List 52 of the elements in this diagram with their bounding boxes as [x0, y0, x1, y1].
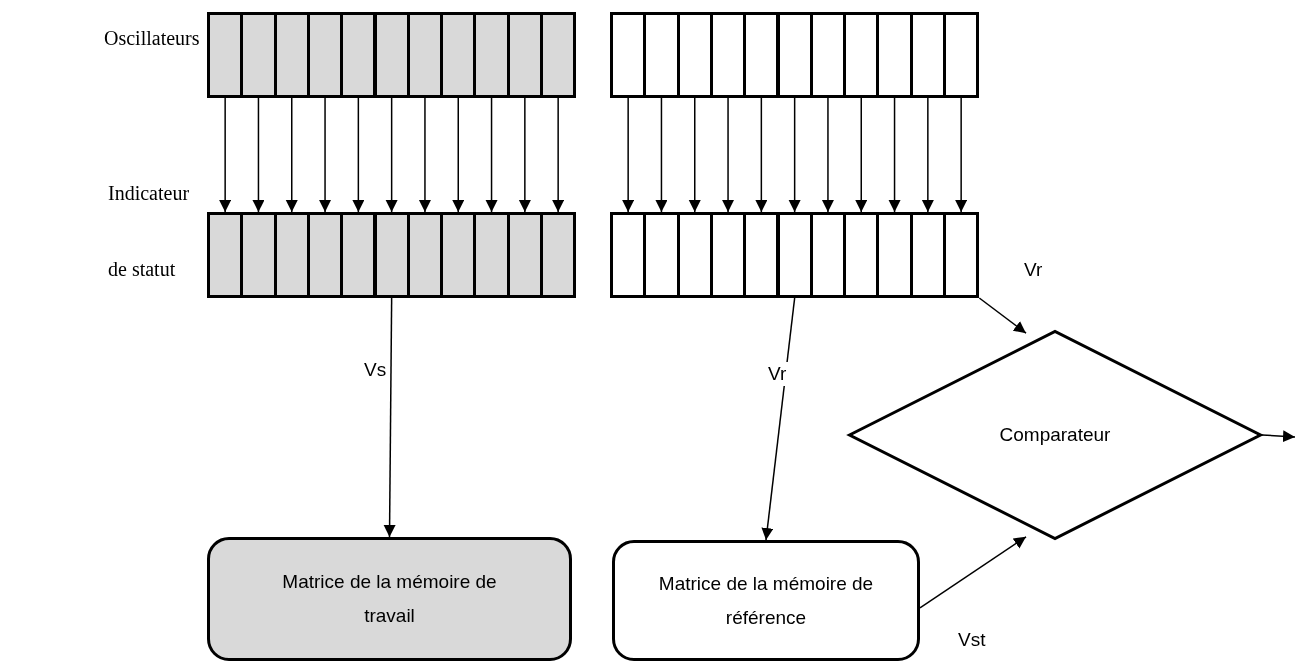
arrow [888, 97, 901, 213]
arrow [418, 97, 431, 213]
arrow [722, 97, 735, 213]
cell-box [876, 212, 913, 298]
cell-box [743, 12, 780, 98]
arrow [761, 297, 796, 541]
arrow [755, 97, 768, 213]
arrow [821, 97, 834, 213]
arrow [655, 97, 668, 213]
arrow [385, 97, 398, 213]
arrow [452, 97, 465, 213]
arrow [285, 97, 298, 213]
arrow [978, 297, 1027, 334]
row-label: Indicateur de statut [108, 181, 191, 282]
cell-box [876, 12, 913, 98]
arrow [622, 97, 635, 213]
arrow [955, 97, 968, 213]
cell-box [340, 212, 377, 298]
rounded-box [612, 540, 920, 661]
arrow [1261, 430, 1296, 443]
cell-box [540, 212, 577, 298]
arrow [688, 97, 701, 213]
edge-label: Vr [766, 362, 789, 386]
cell-box [540, 12, 577, 98]
cell-box [240, 212, 277, 298]
cell-box [473, 12, 510, 98]
rounded-box [207, 537, 572, 661]
cell-box [643, 12, 680, 98]
arrow [855, 97, 868, 213]
arrow [319, 97, 332, 213]
cell-box [340, 12, 377, 98]
arrow [485, 97, 498, 213]
arrow [252, 97, 265, 213]
cell-box [643, 212, 680, 298]
cell-box [473, 212, 510, 298]
cell-box [743, 212, 780, 298]
arrow [919, 536, 1027, 609]
cell-box [943, 212, 980, 298]
row-label: Oscillateurs [104, 26, 200, 51]
arrow [921, 97, 934, 213]
arrow [352, 97, 365, 213]
node-text: Comparateur [999, 423, 1111, 447]
diamond-shape [848, 330, 1262, 540]
node-text: Matrice de la mémoire de référence [658, 571, 874, 630]
arrow [788, 97, 801, 213]
arrow [219, 97, 232, 213]
arrow [383, 297, 396, 538]
arrow [552, 97, 565, 213]
node-text: Matrice de la mémoire de travail [282, 570, 497, 628]
cell-box [240, 12, 277, 98]
cell-box [943, 12, 980, 98]
arrow [518, 97, 531, 213]
